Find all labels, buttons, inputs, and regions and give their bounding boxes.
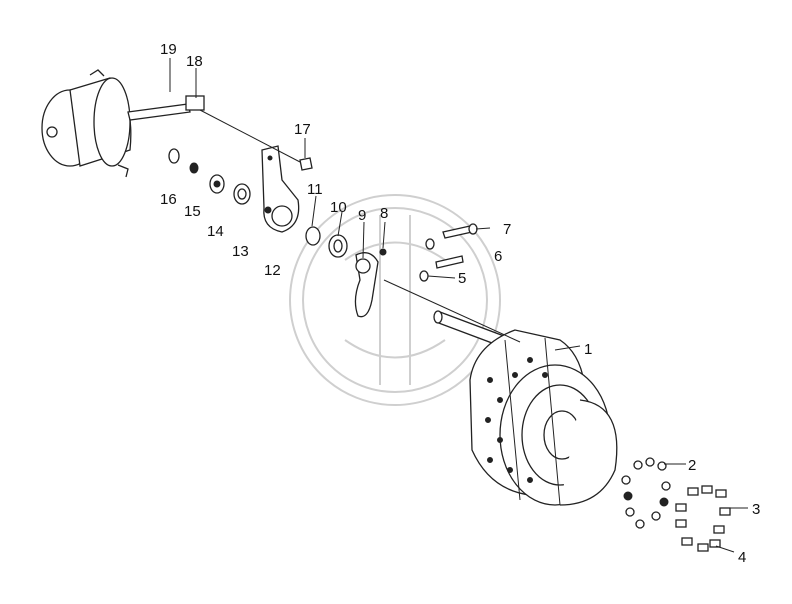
callout-5: 5 xyxy=(458,270,466,287)
callout-1: 1 xyxy=(584,341,592,358)
callout-18: 18 xyxy=(186,53,203,70)
callout-labels: 1 2 3 4 5 6 7 8 9 10 11 12 13 14 15 16 1… xyxy=(160,41,760,566)
callout-17: 17 xyxy=(294,121,311,138)
callout-2: 2 xyxy=(688,457,696,474)
watermark-logo xyxy=(289,194,501,406)
small-parts xyxy=(168,148,478,318)
callout-16: 16 xyxy=(160,191,177,208)
brake-shoe-assembly xyxy=(469,329,618,506)
callout-6: 6 xyxy=(494,248,502,265)
callout-3: 3 xyxy=(752,501,760,518)
callout-10: 10 xyxy=(330,199,347,216)
slack-adjuster xyxy=(261,145,300,233)
brake-chamber xyxy=(41,69,205,178)
callout-4: 4 xyxy=(738,549,746,566)
leader-lines xyxy=(169,58,748,553)
callout-7: 7 xyxy=(503,221,511,238)
drum-holes xyxy=(485,357,548,483)
callout-11: 11 xyxy=(307,181,323,198)
callout-15: 15 xyxy=(184,203,201,220)
nut-ring xyxy=(621,457,671,529)
callout-8: 8 xyxy=(380,205,388,222)
callout-19: 19 xyxy=(160,41,177,58)
callout-13: 13 xyxy=(232,243,249,260)
bolt-ring xyxy=(675,485,731,552)
callout-14: 14 xyxy=(207,223,224,240)
callout-12: 12 xyxy=(264,262,281,279)
callout-9: 9 xyxy=(358,207,366,224)
